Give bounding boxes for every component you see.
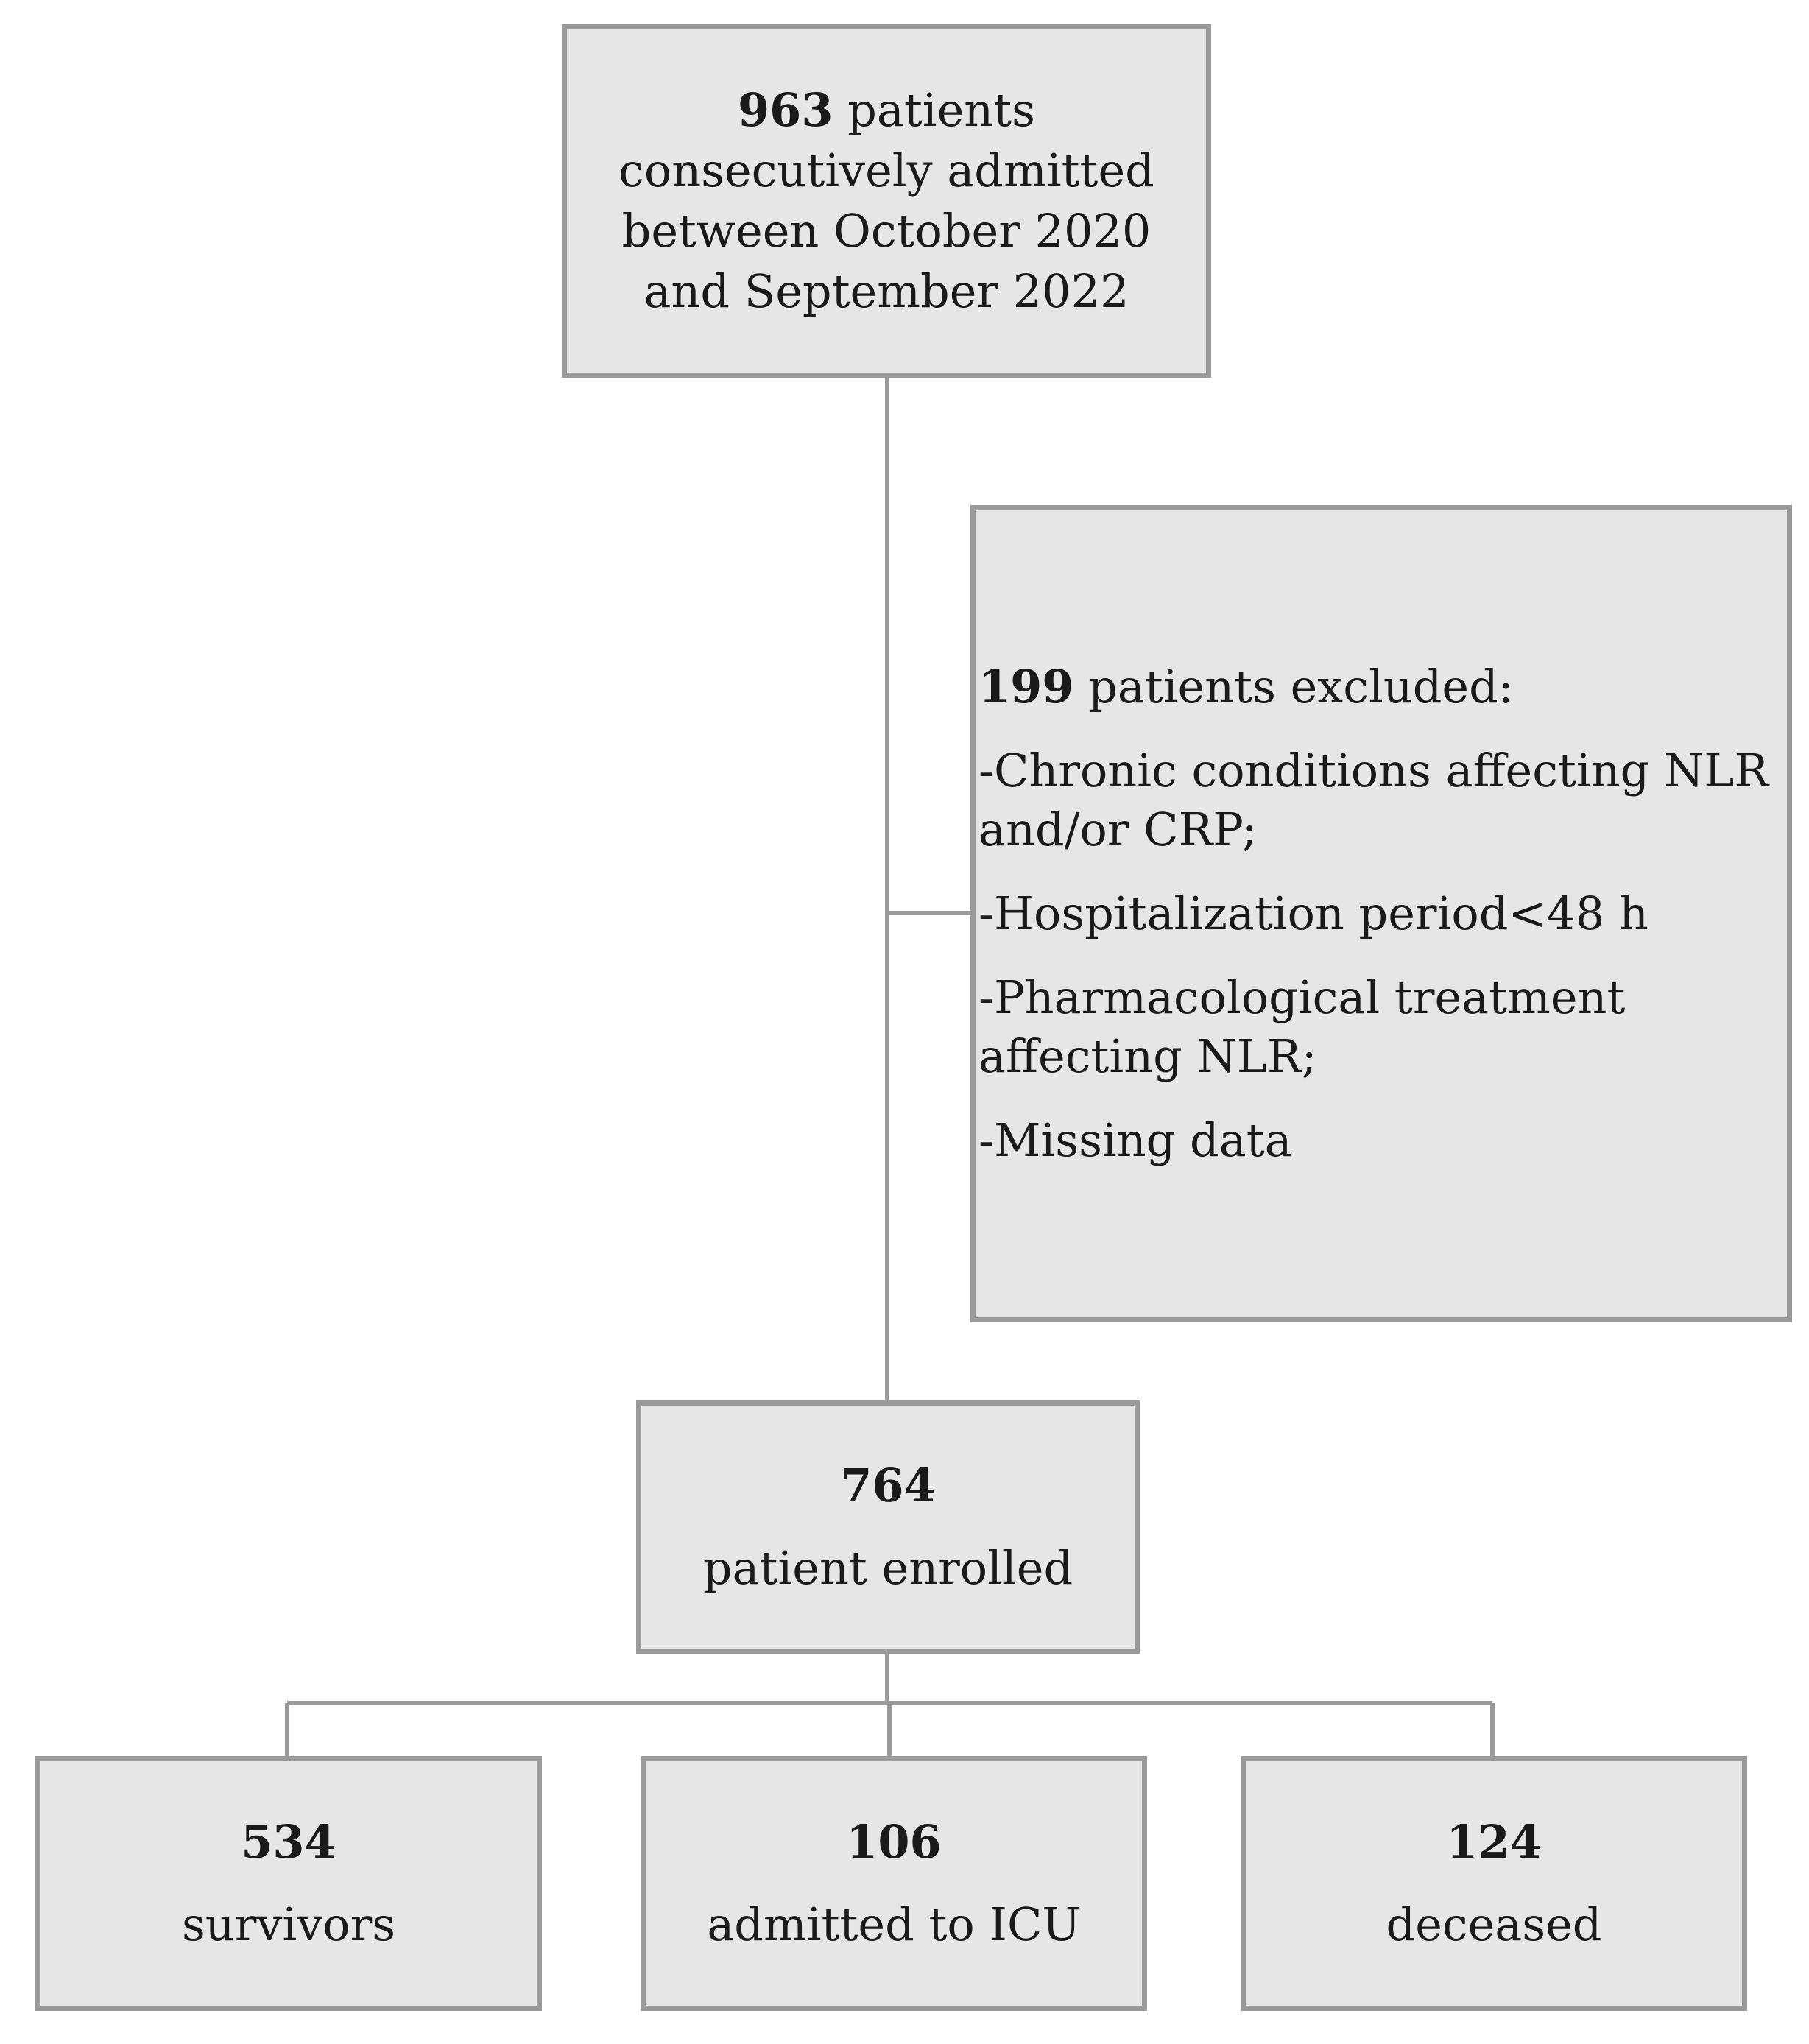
deceased-label: deceased [1386,1897,1602,1951]
survivors-label: survivors [181,1897,396,1951]
survivors-box: 534 survivors [35,1756,542,2011]
excluded-patients-box: 199 patients excluded: -Chronic conditio… [970,505,1792,1322]
icu-label: admitted to ICU [707,1897,1081,1951]
excluded-count: 199 [978,660,1074,713]
admitted-patients-text: 963 patients consecutively admitted betw… [582,80,1191,322]
survivors-count: 534 [241,1815,336,1869]
admitted-count: 963 [738,83,833,137]
admitted-patients-box: 963 patients consecutively admitted betw… [562,24,1211,378]
enrolled-label: patient enrolled [702,1541,1073,1595]
admitted-description: patients consecutively admitted between … [618,83,1154,318]
excluded-heading: 199 patients excluded: [978,658,1772,716]
icu-count: 106 [846,1815,942,1869]
exclusion-criterion: -Pharmacological treatment affecting NLR… [978,970,1626,1083]
deceased-count: 124 [1446,1815,1542,1869]
exclusion-criterion: -Hospitalization period<48 h [978,887,1648,940]
excluded-description: patients excluded: [1073,660,1514,713]
exclusion-criterion: -Chronic conditions affecting NLR and/or… [978,744,1769,856]
enrolled-patients-box: 764 patient enrolled [636,1400,1140,1654]
deceased-box: 124 deceased [1241,1756,1747,2011]
exclusion-criterion: -Missing data [978,1113,1292,1167]
icu-box: 106 admitted to ICU [641,1756,1147,2011]
enrolled-count: 764 [840,1459,936,1512]
